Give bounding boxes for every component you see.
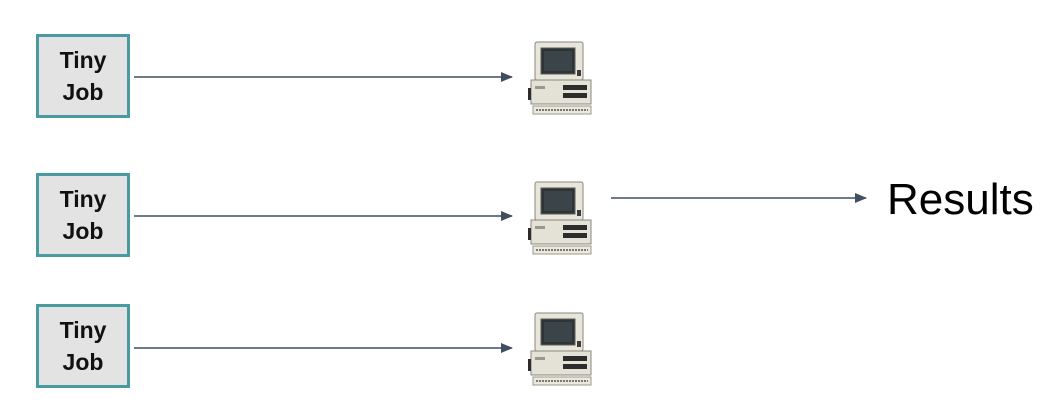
job-label: Tiny Job (59, 317, 107, 375)
job-box-3: Tiny Job (36, 304, 130, 388)
job-box-2: Tiny Job (36, 173, 130, 257)
job-box-1: Tiny Job (36, 34, 130, 118)
desktop-computer-icon (528, 181, 592, 255)
desktop-computer-icon (528, 312, 592, 386)
desktop-computer-icon (528, 41, 592, 115)
results-label: Results (887, 175, 1034, 224)
job-label: Tiny Job (59, 186, 107, 244)
job-label: Tiny Job (59, 47, 107, 105)
